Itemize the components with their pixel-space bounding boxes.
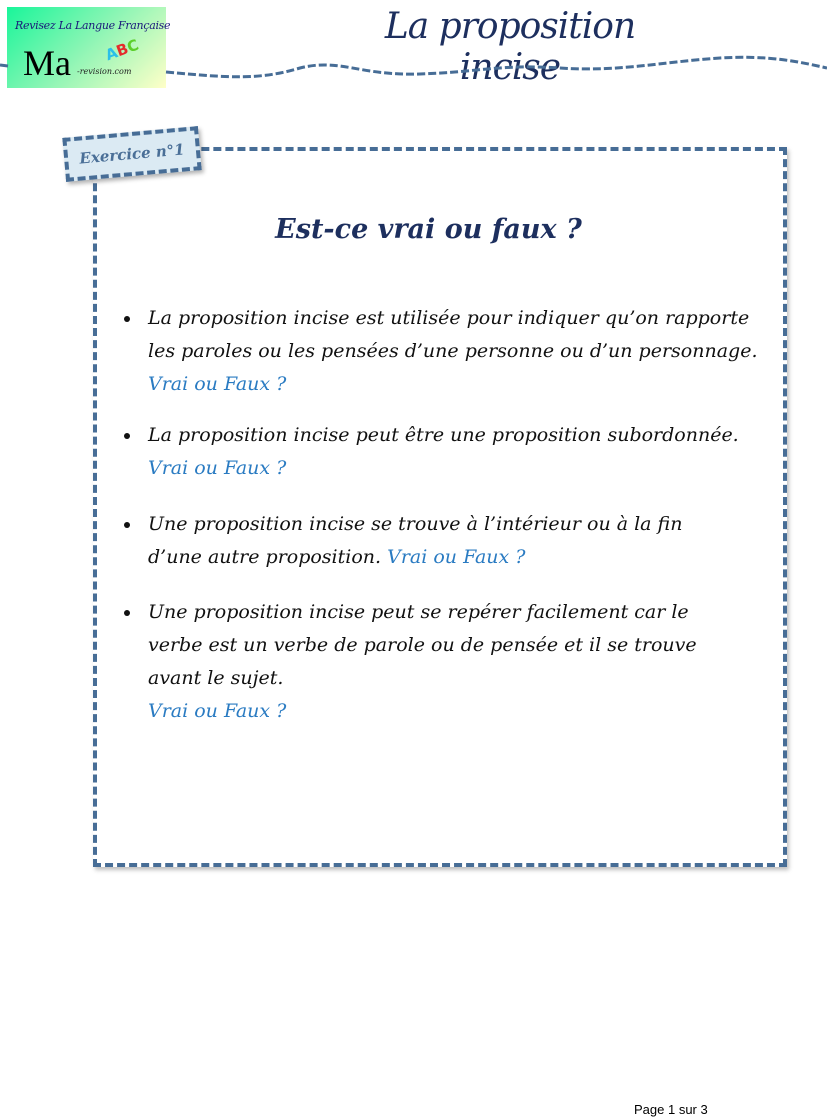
true-false-prompt: Vrai ou Faux ?	[148, 373, 287, 395]
list-item: Une proposition incise peut se repérer f…	[120, 596, 760, 728]
page-number: Page 1 sur 3	[634, 1102, 708, 1117]
logo-tagline: Revisez La Langue Française	[15, 19, 171, 32]
true-false-prompt: Vrai ou Faux ?	[387, 546, 526, 568]
exercise-heading: Est-ce vrai ou faux ?	[275, 214, 582, 245]
exercise-box	[93, 147, 787, 867]
list-item: La proposition incise est utilisée pour …	[120, 302, 760, 401]
header-wave-divider	[0, 55, 827, 79]
true-false-prompt: Vrai ou Faux ?	[148, 700, 287, 722]
logo-site: -revision.com	[77, 67, 132, 76]
list-item: La proposition incise peut être une prop…	[120, 419, 760, 485]
question-list: La proposition incise est utilisée pour …	[120, 302, 760, 728]
true-false-prompt: Vrai ou Faux ?	[148, 457, 287, 479]
site-logo: Revisez La Langue Française Ma ABC -revi…	[7, 7, 171, 88]
list-item: Une proposition incise se trouve à l’int…	[120, 508, 760, 574]
logo-mark: Ma	[23, 43, 71, 83]
